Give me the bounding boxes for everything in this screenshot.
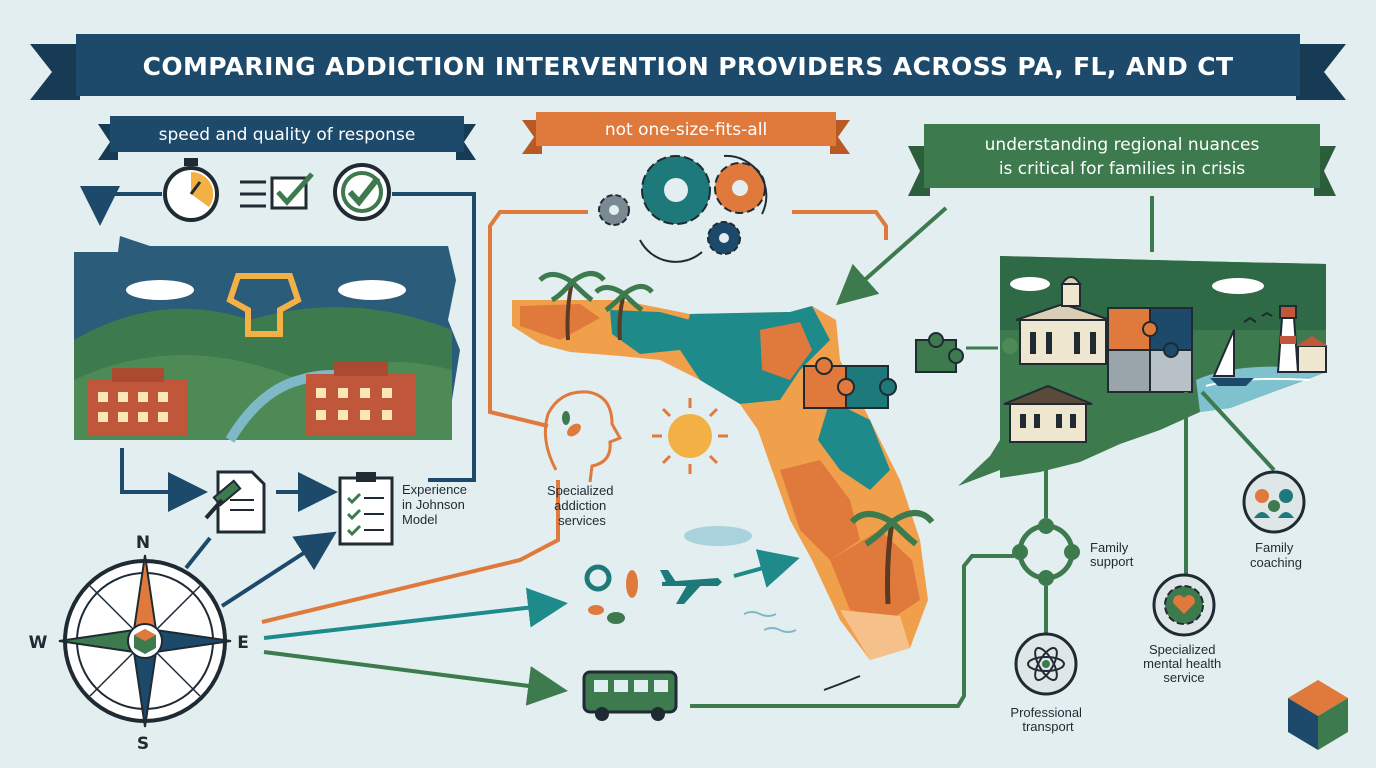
- mental-health-label: Specialized mental health service: [1143, 642, 1225, 685]
- puzzle-piece-icon: [803, 357, 897, 409]
- palm-tree-icon: [538, 271, 935, 605]
- compass-arrow-transport: [263, 650, 568, 706]
- professional-transport-label: Professional transport: [1010, 705, 1085, 734]
- fl-ribbon: not one-size-fits-all: [522, 112, 850, 154]
- ct-ribbon: understanding regional nuances is critic…: [908, 124, 1336, 196]
- fl-ribbon-label: not one-size-fits-all: [605, 120, 767, 140]
- compass-arrow-fl-pills: [263, 587, 568, 640]
- fl-arrow-left: [488, 210, 588, 428]
- airplane-icon: [660, 570, 722, 604]
- family-support-label: Family support: [1090, 540, 1134, 569]
- pa-ribbon-label: speed and quality of response: [159, 125, 416, 145]
- ct-ribbon-line-2: is critical for families in crisis: [999, 159, 1245, 179]
- ct-line-coaching: [1200, 390, 1276, 472]
- lighthouse-icon: [1276, 305, 1328, 373]
- experience-label: Experience in Johnson Model: [402, 482, 471, 527]
- family-coaching-label: Family coaching: [1250, 540, 1302, 570]
- ct-ribbon-line-1: understanding regional nuances: [985, 135, 1260, 155]
- compass-arrow-fl-services: [261, 480, 560, 624]
- capitol-building-icon: [1002, 276, 1111, 365]
- pills-icon: [584, 564, 638, 624]
- checklist-icon: [240, 172, 314, 210]
- transport-line: [690, 554, 1014, 708]
- compass-east: E: [237, 633, 249, 653]
- compass-arrow-clipboard: [220, 531, 337, 608]
- compass-rose-icon: [58, 554, 232, 728]
- sun-icon: [652, 398, 728, 474]
- puzzle-cluster-icon: [1107, 307, 1193, 393]
- atom-icon: [1014, 632, 1078, 696]
- pa-flow-arrow-1: [120, 448, 208, 512]
- airplane-arrow: [733, 549, 800, 588]
- heart-gear-icon: [1152, 573, 1216, 637]
- sailboat-icon: [1210, 329, 1254, 386]
- compass-north: N: [136, 533, 150, 553]
- cloud-icon: [684, 526, 752, 546]
- ct-arrow-to-fl: [836, 206, 948, 306]
- clipboard-checklist-icon: [338, 472, 394, 546]
- waves-icon: [743, 611, 797, 633]
- puzzle-link-icon: [915, 332, 964, 373]
- bus-icon: [582, 670, 678, 721]
- check-circle-icon: [333, 163, 391, 221]
- family-coaching-icon: [1242, 470, 1306, 534]
- fl-arrow-right: [792, 210, 888, 240]
- pennsylvania-map: [74, 236, 460, 443]
- pa-arrow-right: [392, 192, 476, 482]
- compass-arrow-document: [184, 536, 212, 570]
- head-profile-icon: [543, 390, 623, 483]
- specialized-addiction-label: Specialized addiction services: [547, 483, 617, 528]
- compass-south: S: [137, 734, 149, 754]
- logo-cube-icon: [1288, 680, 1348, 750]
- page-title: COMPARING ADDICTION INTERVENTION PROVIDE…: [143, 52, 1234, 81]
- pa-ribbon: speed and quality of response: [98, 116, 476, 160]
- gears-icon: [598, 154, 768, 263]
- stopwatch-icon: [163, 158, 219, 222]
- town-hall-icon: [1003, 384, 1093, 443]
- title-banner: COMPARING ADDICTION INTERVENTION PROVIDE…: [30, 34, 1346, 100]
- family-support-icon: [1012, 518, 1080, 586]
- pa-arrow-left: [80, 186, 162, 226]
- gavel-document-icon: [204, 470, 266, 534]
- compass-west: W: [29, 633, 48, 653]
